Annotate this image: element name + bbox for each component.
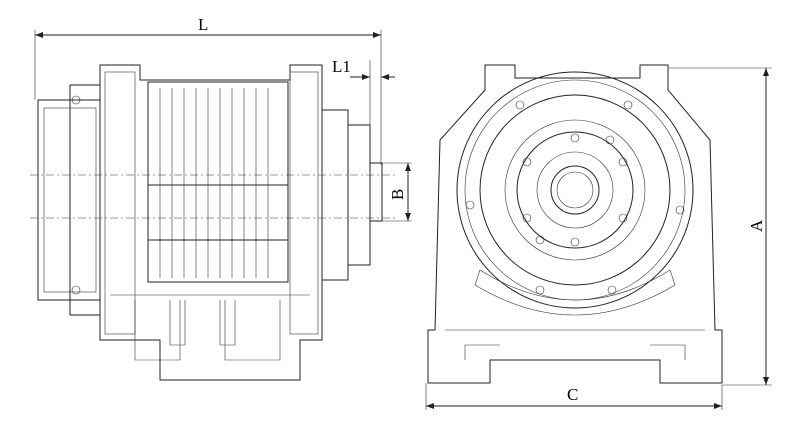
- dimension-label-B: B: [388, 189, 407, 200]
- shaft-bore: [550, 165, 600, 215]
- dimension-B: B: [382, 162, 412, 222]
- dimension-A: A: [668, 67, 772, 386]
- hub-flange: [516, 131, 634, 249]
- dimension-label-C: C: [567, 385, 578, 404]
- left-end-flange: [37, 99, 101, 301]
- dimension-L1: L1: [332, 57, 395, 125]
- side-view: [30, 64, 395, 381]
- dimension-L: L: [34, 15, 382, 165]
- dimension-C: C: [425, 383, 723, 410]
- dimension-label-A: A: [747, 219, 766, 232]
- shaft-end: [369, 162, 383, 222]
- dimension-label-L1: L1: [332, 57, 351, 76]
- bolt-circle: [465, 100, 685, 295]
- front-view: [427, 64, 723, 384]
- outer-disc: [456, 71, 694, 309]
- right-bearing: [321, 109, 349, 281]
- dimension-label-L: L: [198, 15, 208, 34]
- main-frame: [99, 64, 323, 381]
- sheave-grooves: [147, 81, 289, 283]
- housing-outline: [427, 64, 723, 384]
